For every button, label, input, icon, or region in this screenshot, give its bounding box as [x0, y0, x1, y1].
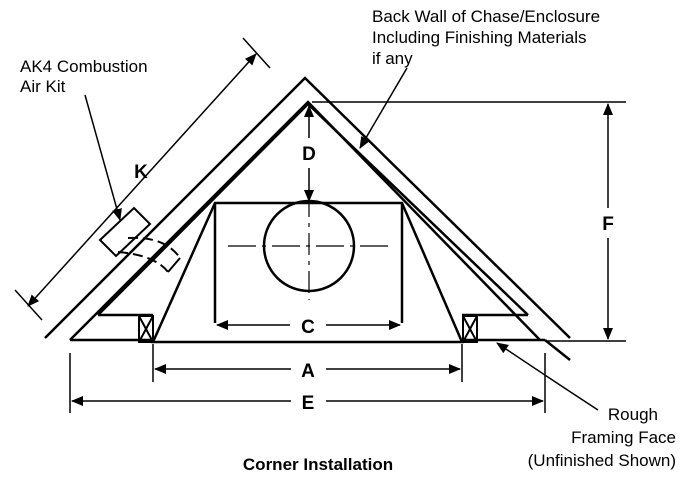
inner-wall-line	[69, 100, 541, 341]
air-kit-connector	[167, 257, 181, 273]
framing-label-line2: Framing Face	[571, 428, 676, 447]
standoff-left	[138, 315, 154, 343]
dim-label-d: D	[302, 144, 316, 165]
back-wall-label-line1: Back Wall of Chase/Enclosure	[372, 7, 600, 26]
dim-e	[69, 353, 546, 413]
air-kit-leader	[84, 94, 122, 221]
dim-label-a: A	[301, 361, 315, 382]
leaders	[84, 67, 599, 411]
standoff-blocks	[138, 315, 478, 343]
framing-label-line3: (Unfinished Shown)	[528, 451, 676, 470]
dim-a	[152, 344, 463, 382]
air-kit	[98, 206, 181, 273]
diagram-caption: Corner Installation	[243, 455, 393, 474]
back-wall-leader	[359, 67, 408, 149]
dim-f	[312, 101, 626, 342]
dim-label-e: E	[302, 393, 315, 414]
outer-wall-line	[44, 76, 571, 339]
air-kit-box	[98, 206, 152, 258]
triangle-outline	[97, 102, 529, 316]
dim-label-f: F	[602, 214, 614, 235]
firebox-triangle	[97, 102, 529, 317]
air-kit-label-line1: AK4 Combustion	[20, 57, 148, 76]
framing-leader	[496, 342, 599, 411]
standoff-right	[462, 315, 478, 343]
back-wall-label-line2: Including Finishing Materials	[372, 28, 587, 47]
left-face-end	[544, 339, 571, 361]
back-wall-label-line3: if any	[372, 49, 413, 68]
air-kit-label-line2: Air Kit	[20, 77, 66, 96]
dim-label-c: C	[301, 317, 315, 338]
dim-label-k: K	[134, 162, 148, 183]
vent-pipe	[228, 195, 392, 300]
framing-label-line1: Rough	[608, 405, 658, 424]
dim-k	[14, 37, 271, 321]
